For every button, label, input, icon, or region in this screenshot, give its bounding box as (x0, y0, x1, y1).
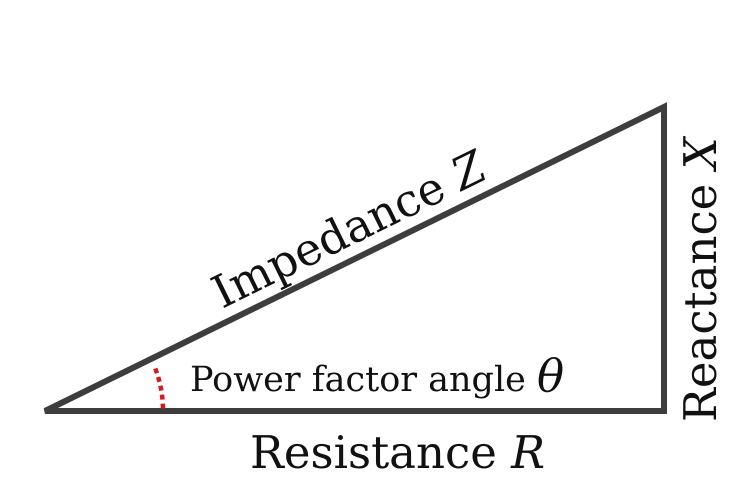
resistance-label-text: Resistance (250, 426, 497, 479)
reactance-label-text: Reactance (674, 184, 727, 422)
hypotenuse-label: Impedance Z (203, 140, 494, 319)
angle-symbol: θ (537, 349, 564, 402)
angle-label: Power factor angle θ (190, 349, 564, 402)
reactance-label: Reactance X (674, 135, 727, 422)
impedance-triangle (43, 102, 667, 414)
angle-label-text: Power factor angle (190, 360, 526, 400)
resistance-symbol: R (510, 426, 545, 479)
hypotenuse-label-text: Impedance (203, 160, 453, 319)
angle-arc (153, 367, 166, 412)
reactance-symbol: X (674, 135, 727, 172)
resistance-label: Resistance R (250, 426, 545, 479)
